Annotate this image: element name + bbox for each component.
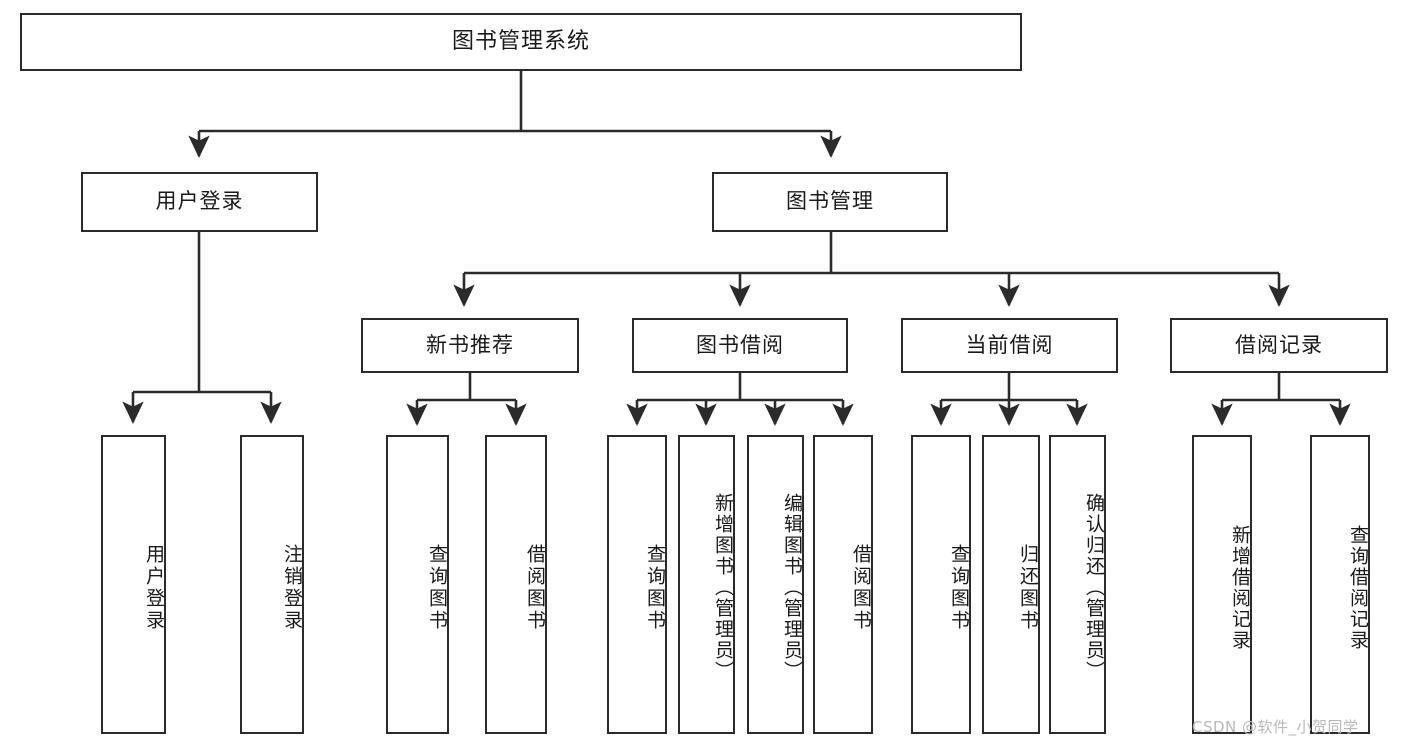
node-label: 当前借阅 <box>965 332 1054 357</box>
node-root-system[interactable]: 图书管理系统 <box>20 13 1022 71</box>
node-label: 查询图书 <box>426 543 448 632</box>
csdn-watermark: CSDN @软件_小贺同学 <box>1192 718 1359 736</box>
node-label: 用户登录 <box>143 543 165 632</box>
node-label: 图书借阅 <box>696 332 784 357</box>
node-label: 编辑图书（管理员） <box>781 493 803 682</box>
node-book-borrow[interactable]: 图书借阅 <box>632 318 848 373</box>
node-label: 新书推荐 <box>426 332 514 357</box>
leaf-add-book-admin[interactable]: 新增图书（管理员） <box>678 435 735 734</box>
leaf-query-book-current[interactable]: 查询图书 <box>911 435 971 734</box>
node-label: 借阅记录 <box>1235 332 1323 357</box>
leaf-logout[interactable]: 注销登录 <box>240 435 304 734</box>
node-label: 查询借阅记录 <box>1347 524 1369 651</box>
leaf-query-book-borrow[interactable]: 查询图书 <box>607 435 667 734</box>
node-label: 图书管理系统 <box>451 28 590 54</box>
leaf-query-borrow-record[interactable]: 查询借阅记录 <box>1310 435 1370 734</box>
node-label: 图书管理 <box>786 189 874 214</box>
leaf-confirm-return-admin[interactable]: 确认归还（管理员） <box>1049 435 1106 734</box>
leaf-borrow-book[interactable]: 借阅图书 <box>813 435 873 734</box>
node-label: 借阅图书 <box>524 543 546 632</box>
node-label: 借阅图书 <box>850 543 872 632</box>
leaf-edit-book-admin[interactable]: 编辑图书（管理员） <box>747 435 804 734</box>
node-label: 新增借阅记录 <box>1229 524 1251 651</box>
node-label: 查询图书 <box>644 543 666 632</box>
node-current-borrow[interactable]: 当前借阅 <box>901 318 1118 373</box>
leaf-borrow-book-recommendation[interactable]: 借阅图书 <box>485 435 547 734</box>
node-user-login[interactable]: 用户登录 <box>81 172 318 232</box>
node-label: 归还图书 <box>1017 543 1039 632</box>
node-label: 查询图书 <box>948 543 970 632</box>
node-new-book-recommendation[interactable]: 新书推荐 <box>361 318 579 373</box>
leaf-return-book[interactable]: 归还图书 <box>982 435 1040 734</box>
node-label: 确认归还（管理员） <box>1083 493 1105 682</box>
leaf-query-book-recommendation[interactable]: 查询图书 <box>386 435 449 734</box>
node-borrow-record[interactable]: 借阅记录 <box>1170 318 1388 373</box>
node-label: 新增图书（管理员） <box>712 493 734 682</box>
node-book-management[interactable]: 图书管理 <box>712 172 948 232</box>
node-label: 用户登录 <box>155 189 244 214</box>
leaf-user-login[interactable]: 用户登录 <box>101 435 166 734</box>
node-label: 注销登录 <box>281 543 303 632</box>
leaf-add-borrow-record[interactable]: 新增借阅记录 <box>1192 435 1252 734</box>
